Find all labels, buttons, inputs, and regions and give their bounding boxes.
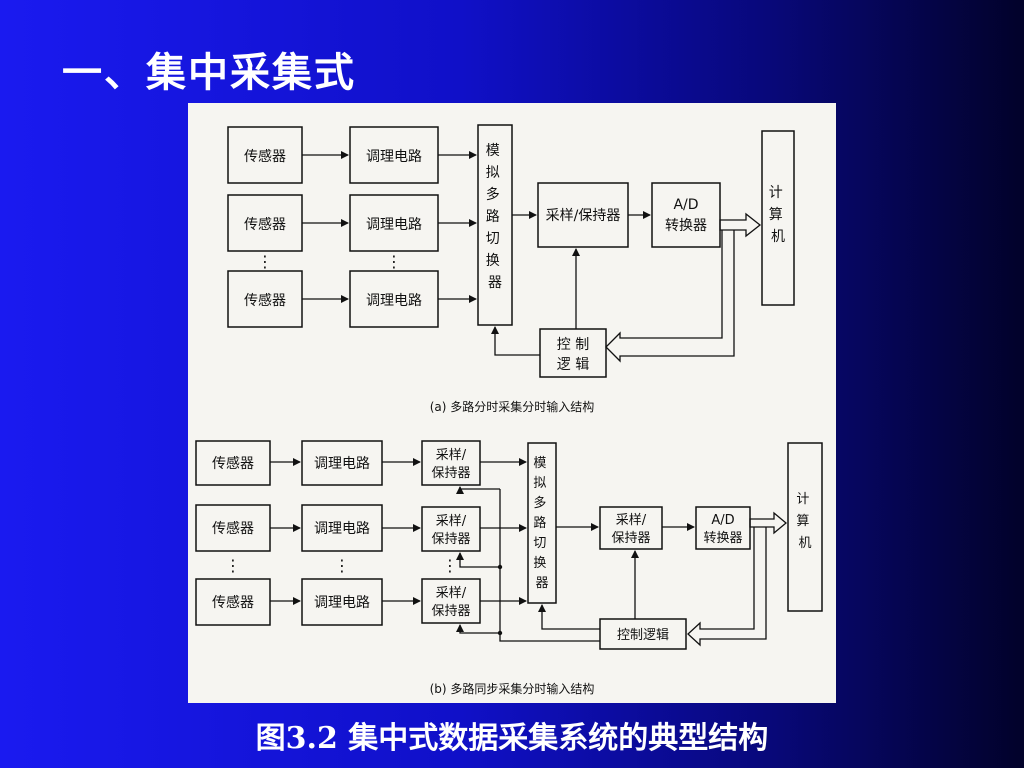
- b-control-bus: [499, 489, 600, 642]
- a-computer: [761, 130, 795, 306]
- a-mux-label-c6: 换: [486, 252, 500, 269]
- b-sensor-3: [195, 578, 271, 626]
- b-mux-label-c2: 拟: [533, 476, 546, 491]
- a-control-line2: 逻 辑: [557, 357, 589, 373]
- a-mux-label-c1: 模: [486, 143, 500, 159]
- b-ellipsis-sample-hold: ⋮: [442, 556, 458, 575]
- a-sample-hold-label: 采样/保持器: [546, 208, 621, 224]
- b-adc-line2: 转换器: [703, 531, 742, 546]
- b-mux-label-c4: 路: [533, 515, 546, 531]
- diagram-b: 传感器 传感器 传感器 调理电路 调理电路 调理电路 ⋮ ⋮ ⋮ 采样/ 保持器…: [195, 440, 823, 696]
- b-computer-label: 计 算 机: [796, 492, 813, 551]
- b-sh2-line2: 保持器: [431, 532, 470, 547]
- a-mux-label-c3: 多: [486, 186, 500, 203]
- b-sensor-1-label: 传感器: [212, 455, 254, 472]
- b-sample-hold-1: [421, 440, 481, 486]
- b-mux-label: 模 拟 多 路 切 换 器: [533, 456, 550, 591]
- a-ellipsis-conditioner: ⋮: [386, 252, 402, 271]
- a-mux-label-c7: 器: [488, 275, 502, 291]
- a-ellipsis-sensor: ⋮: [257, 252, 273, 271]
- a-sensor-3-label: 传感器: [244, 292, 286, 309]
- b-mux: [527, 442, 557, 604]
- b-mux-label-c7: 器: [535, 576, 548, 591]
- a-sensor-1: [227, 126, 303, 184]
- a-mux-label: 模 拟 多 路 切 换 器: [486, 143, 504, 291]
- a-sensor-1-label: 传感器: [244, 148, 286, 165]
- a-conditioner-3-label: 调理电路: [366, 293, 422, 309]
- b-shm-line1: 采样/: [616, 513, 647, 528]
- a-computer-label-c3: 机: [771, 229, 785, 245]
- b-conditioner-1-label: 调理电路: [314, 456, 370, 472]
- b-computer-label-c2: 算: [796, 514, 809, 529]
- a-computer-to-control-arrow: [605, 230, 735, 363]
- b-sh2-line1: 采样/: [436, 514, 467, 529]
- a-conditioner-2: [349, 194, 439, 252]
- structure-diagram: 传感器 传感器 传感器 调理电路 调理电路 调理电路 ⋮ ⋮ 模 拟 多 路 切…: [195, 124, 823, 696]
- b-adc-line1: A/D: [711, 513, 734, 528]
- b-computer-label-c1: 计: [796, 492, 809, 507]
- b-sensor-1: [195, 440, 271, 486]
- b-computer-to-control-arrow: [687, 527, 767, 647]
- b-adc: [695, 506, 751, 550]
- b-shm-line2: 保持器: [611, 531, 650, 546]
- b-ellipsis-sensor: ⋮: [225, 556, 241, 575]
- a-sensor-2: [227, 194, 303, 252]
- b-mux-label-c1: 模: [533, 456, 546, 471]
- slide-title: 一、集中采集式: [62, 50, 356, 96]
- b-control-logic: [599, 618, 687, 650]
- a-adc-line2: 转换器: [665, 217, 707, 234]
- b-caption: (b) 多路同步采集分时输入结构: [430, 681, 595, 696]
- b-mux-label-c6: 换: [533, 556, 546, 571]
- a-mux-label-c2: 拟: [486, 165, 500, 181]
- b-conditioner-2-label: 调理电路: [314, 521, 370, 537]
- a-mux: [477, 124, 513, 326]
- b-sh1-line1: 采样/: [436, 448, 467, 463]
- b-conditioner-3-label: 调理电路: [314, 595, 370, 611]
- figure-caption: 图3.2 集中式数据采集系统的典型结构: [255, 721, 769, 756]
- b-sensor-3-label: 传感器: [212, 594, 254, 611]
- b-sample-hold-2: [421, 506, 481, 552]
- b-sh1-line2: 保持器: [431, 466, 470, 481]
- a-computer-label: 计 算 机: [769, 185, 787, 245]
- b-bus-junction-1: [497, 564, 503, 570]
- b-sensor-2-label: 传感器: [212, 520, 254, 537]
- a-mux-label-c5: 切: [486, 231, 500, 247]
- b-control-label: 控制逻辑: [617, 628, 669, 643]
- b-computer: [787, 442, 823, 612]
- a-conditioner-3: [349, 270, 439, 328]
- b-adc-to-computer-arrow: [749, 511, 788, 535]
- b-computer-label-c3: 机: [798, 536, 811, 551]
- a-conditioner-2-label: 调理电路: [366, 217, 422, 233]
- a-caption: (a) 多路分时采集分时输入结构: [430, 399, 595, 414]
- b-sh3-line1: 采样/: [436, 586, 467, 601]
- a-computer-label-c2: 算: [769, 207, 783, 223]
- b-conditioner-2: [301, 504, 383, 552]
- a-adc-line1: A/D: [673, 197, 698, 213]
- b-ellipsis-conditioner: ⋮: [334, 556, 350, 575]
- b-sample-hold-main: [599, 506, 663, 550]
- a-sensor-2-label: 传感器: [244, 216, 286, 233]
- b-mux-label-c3: 多: [533, 495, 546, 511]
- diagram-panel: 传感器 传感器 传感器 调理电路 调理电路 调理电路 ⋮ ⋮ 模 拟 多 路 切…: [188, 103, 836, 703]
- a-adc: [651, 182, 721, 248]
- b-conditioner-3: [301, 578, 383, 626]
- b-sh3-line2: 保持器: [431, 604, 470, 619]
- a-conditioner-1-label: 调理电路: [366, 149, 422, 165]
- a-control-logic: [539, 328, 607, 378]
- b-mux-label-c5: 切: [533, 536, 546, 551]
- a-mux-label-c4: 路: [486, 209, 500, 225]
- a-sensor-3: [227, 270, 303, 328]
- diagram-a: 传感器 传感器 传感器 调理电路 调理电路 调理电路 ⋮ ⋮ 模 拟 多 路 切…: [227, 124, 795, 414]
- b-bus-junction-2: [497, 630, 503, 636]
- a-control-line1: 控 制: [557, 337, 589, 353]
- a-computer-label-c1: 计: [769, 185, 783, 201]
- a-adc-to-computer-arrow: [719, 212, 762, 238]
- b-conditioner-1: [301, 440, 383, 486]
